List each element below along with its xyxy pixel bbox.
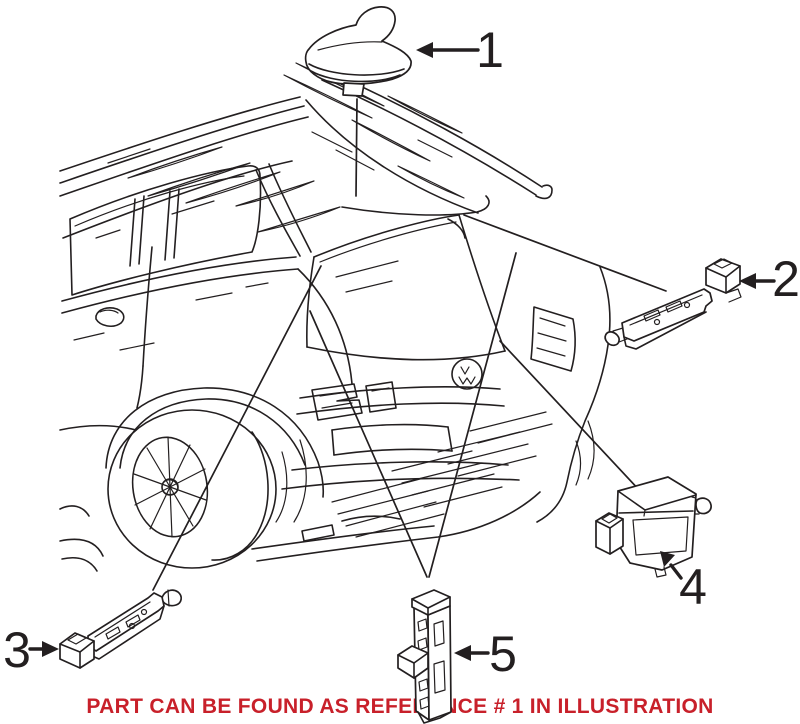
leader-part-1 bbox=[355, 98, 358, 197]
part-5-mounting-bracket-drawing bbox=[397, 589, 452, 724]
leader-part-4 bbox=[499, 340, 642, 493]
part-2-arrowhead bbox=[739, 273, 756, 289]
part-4-label: 4 bbox=[679, 559, 707, 615]
part-4-arrow bbox=[669, 563, 683, 580]
part-2-label: 2 bbox=[772, 251, 800, 307]
part-1-arrowhead bbox=[416, 42, 433, 58]
vehicle-illustration bbox=[59, 62, 611, 572]
leader-part-3 bbox=[152, 265, 322, 591]
leader-part-5-right bbox=[428, 252, 517, 578]
part-3-antenna-amplifier-drawing bbox=[59, 589, 182, 669]
leader-part-5-left bbox=[309, 310, 428, 578]
wheel-spokes bbox=[133, 436, 207, 538]
part-4-antenna-module-drawing bbox=[595, 476, 712, 578]
bumper-hatching bbox=[331, 411, 553, 538]
part-3-arrowhead bbox=[42, 641, 59, 657]
leader-lines bbox=[152, 98, 667, 591]
reference-notice: PART CAN BE FOUND AS REFERENCE # 1 IN IL… bbox=[86, 695, 713, 718]
part-1-roof-antenna-drawing bbox=[304, 6, 412, 97]
part-2-antenna-amplifier-drawing bbox=[604, 258, 742, 350]
part-3-label: 3 bbox=[3, 622, 31, 678]
part-1-label: 1 bbox=[476, 22, 504, 78]
part-5-label: 5 bbox=[489, 626, 517, 682]
part-5-callout: 5 bbox=[454, 626, 517, 682]
callouts: 1 2 3 4 bbox=[3, 22, 800, 678]
part-4-arrowhead bbox=[660, 551, 675, 567]
part-5-arrowhead bbox=[454, 645, 471, 661]
leader-part-2 bbox=[463, 214, 667, 292]
